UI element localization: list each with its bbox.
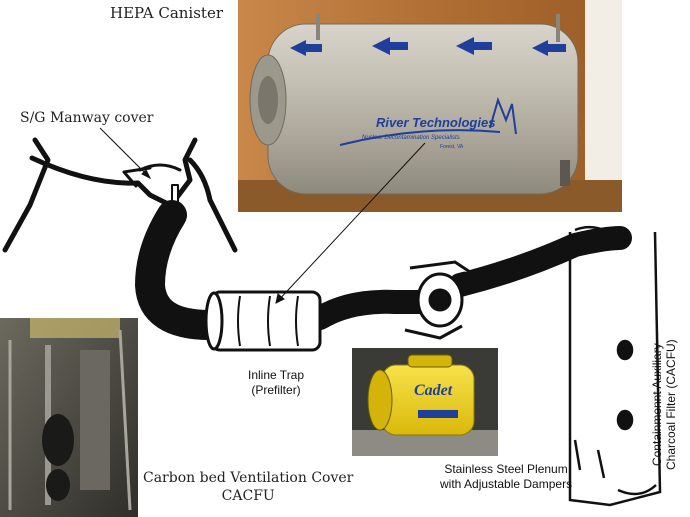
flow-arrow-icon	[290, 40, 322, 56]
flow-arrow-icon	[532, 40, 566, 56]
carbon-bed-photo	[0, 318, 138, 517]
fan-brand: Cadet	[414, 382, 453, 399]
damper-drawing	[404, 260, 471, 340]
inline-trap-label-line1: Inline Trap	[248, 368, 305, 382]
plenum-label-line1: Stainless Steel Plenum	[444, 462, 568, 476]
inline-trap-label: Inline Trap (Prefilter)	[248, 368, 304, 398]
pointer-lines	[99, 127, 426, 304]
manway-cover-label: S/G Manway cover	[20, 110, 154, 126]
cacfu-label-line2: Charcoal Filter (CACFU)	[664, 339, 678, 470]
carbon-bed-label-line2: CACFU	[221, 488, 275, 504]
plenum-label-line2: with Adjustable Dampers	[440, 477, 573, 491]
cacfu-label-line1: Containmennt Auxiliary	[650, 343, 664, 467]
plenum-label: Stainless Steel Plenum with Adjustable D…	[440, 462, 572, 492]
canister-location: Forest, VA	[440, 144, 464, 150]
inline-trap-drawing	[204, 290, 322, 352]
cacfu-cabinet-drawing	[568, 225, 662, 507]
carbon-bed-label-line1: Carbon bed Ventilation Cover	[143, 470, 354, 486]
sg-manway-sketch	[2, 137, 238, 253]
logo-icon	[489, 96, 517, 135]
flow-arrow-icon	[372, 37, 408, 55]
hose-lines	[134, 200, 632, 340]
canister-tagline: Nuclear Decontamination Specialists	[362, 135, 460, 141]
cacfu-label: Containmennt Auxiliary Charcoal Filter (…	[650, 339, 678, 470]
canister-brand: River Technologies	[376, 115, 495, 130]
inline-trap-label-line2: (Prefilter)	[251, 383, 301, 397]
carbon-bed-label: Carbon bed Ventilation Cover CACFU	[143, 469, 353, 505]
cadet-fan-photo: Cadet	[352, 348, 498, 456]
hepa-canister-photo: River Technologies Nuclear Decontaminati…	[238, 0, 622, 212]
flow-arrow-icon	[456, 37, 492, 55]
hepa-canister-label: HEPA Canister	[110, 4, 223, 22]
